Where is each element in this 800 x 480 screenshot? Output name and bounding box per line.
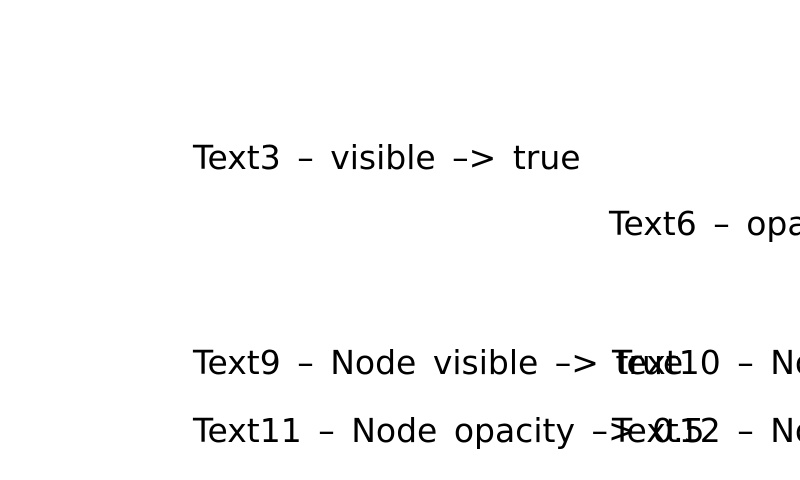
text-label-text12: Text12 – Node opacity –> 1.0	[612, 411, 800, 450]
text-label-text6: Text6 – opacity –> 0.5	[609, 204, 800, 243]
text-label-text3: Text3 – visible –> true	[193, 138, 581, 177]
text-label-text10: Text10 – Node visible –> false	[612, 343, 800, 382]
text-label-text11: Text11 – Node opacity –> 0.5	[193, 411, 705, 450]
text-label-text9: Text9 – Node visible –> true	[193, 343, 684, 382]
